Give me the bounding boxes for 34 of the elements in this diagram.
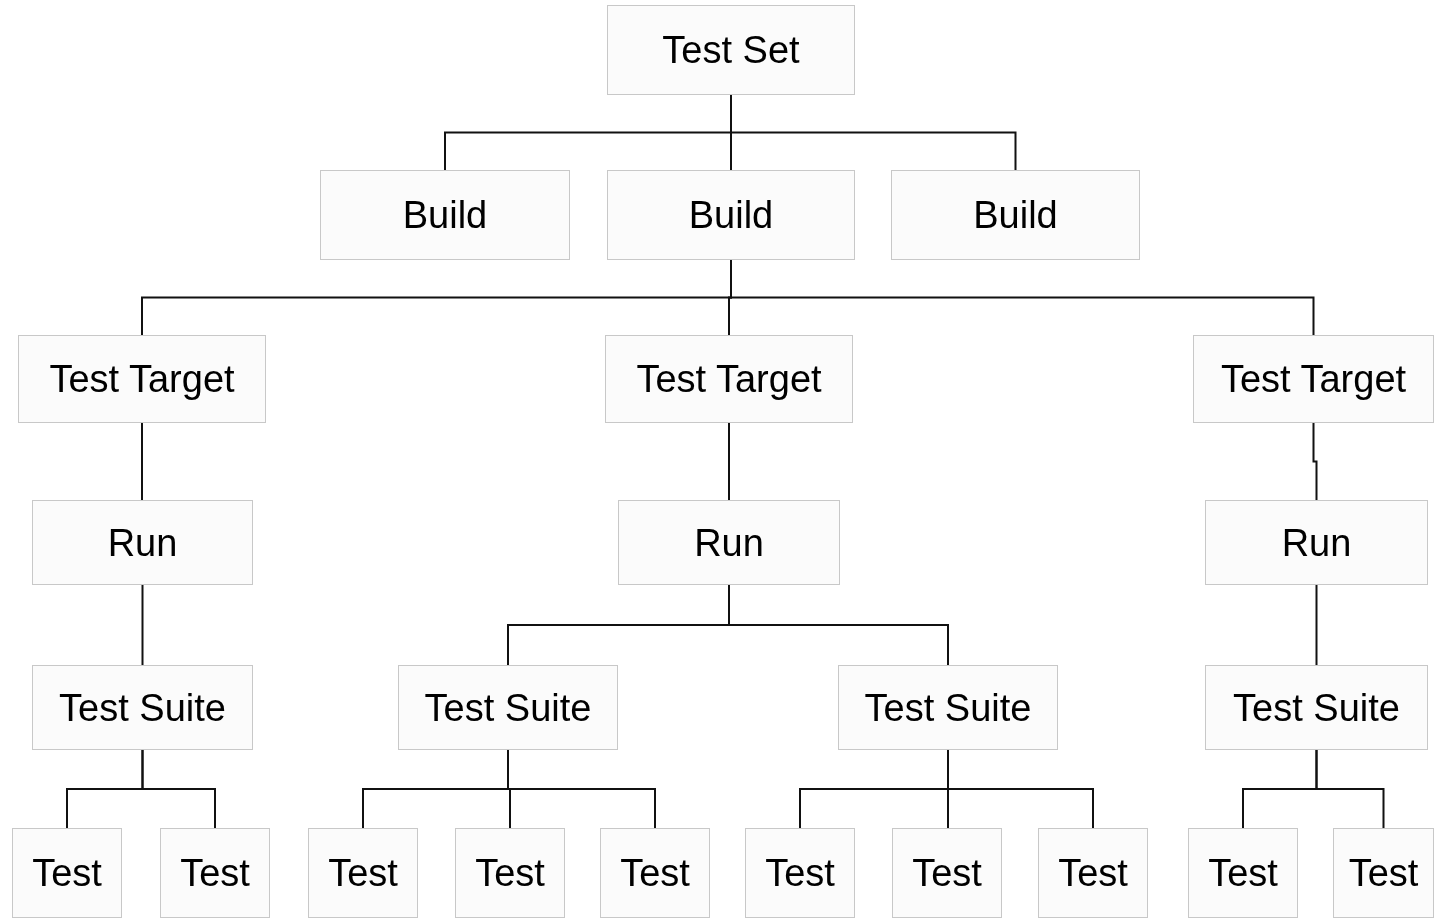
connector-line <box>728 422 730 501</box>
hierarchy-box: Test Target <box>18 335 266 423</box>
hierarchy-box: Test Target <box>605 335 853 423</box>
hierarchy-box: Test <box>308 828 418 918</box>
hierarchy-box: Run <box>32 500 253 585</box>
hierarchy-box: Build <box>891 170 1140 260</box>
connector-line <box>730 94 1017 171</box>
hierarchy-box: Test <box>455 828 565 918</box>
connector-line <box>141 422 143 501</box>
hierarchy-box: Test <box>160 828 270 918</box>
hierarchy-box: Build <box>607 170 855 260</box>
hierarchy-box: Test <box>1038 828 1148 918</box>
hierarchy-box: Test Set <box>607 5 855 95</box>
hierarchy-box: Build <box>320 170 570 260</box>
hierarchy-box: Test Suite <box>398 665 618 750</box>
connector-line <box>947 749 1094 829</box>
hierarchy-box: Run <box>1205 500 1428 585</box>
connector-line <box>141 749 216 829</box>
hierarchy-box: Test Suite <box>838 665 1058 750</box>
hierarchy-box: Test <box>1188 828 1298 918</box>
connector-line <box>1315 584 1318 666</box>
hierarchy-box: Test Suite <box>1205 665 1428 750</box>
hierarchy-box: Test <box>12 828 122 918</box>
hierarchy-box: Test Target <box>1193 335 1434 423</box>
hierarchy-box: Test <box>892 828 1002 918</box>
hierarchy-box: Test <box>745 828 855 918</box>
hierarchy-box: Test Suite <box>32 665 253 750</box>
connector-line <box>507 749 656 829</box>
connector-line <box>141 584 144 666</box>
hierarchy-box: Test <box>600 828 710 918</box>
hierarchy-box: Run <box>618 500 840 585</box>
connector-line <box>1315 749 1385 829</box>
connector-line <box>1312 422 1318 501</box>
hierarchy-box: Test <box>1333 828 1434 918</box>
